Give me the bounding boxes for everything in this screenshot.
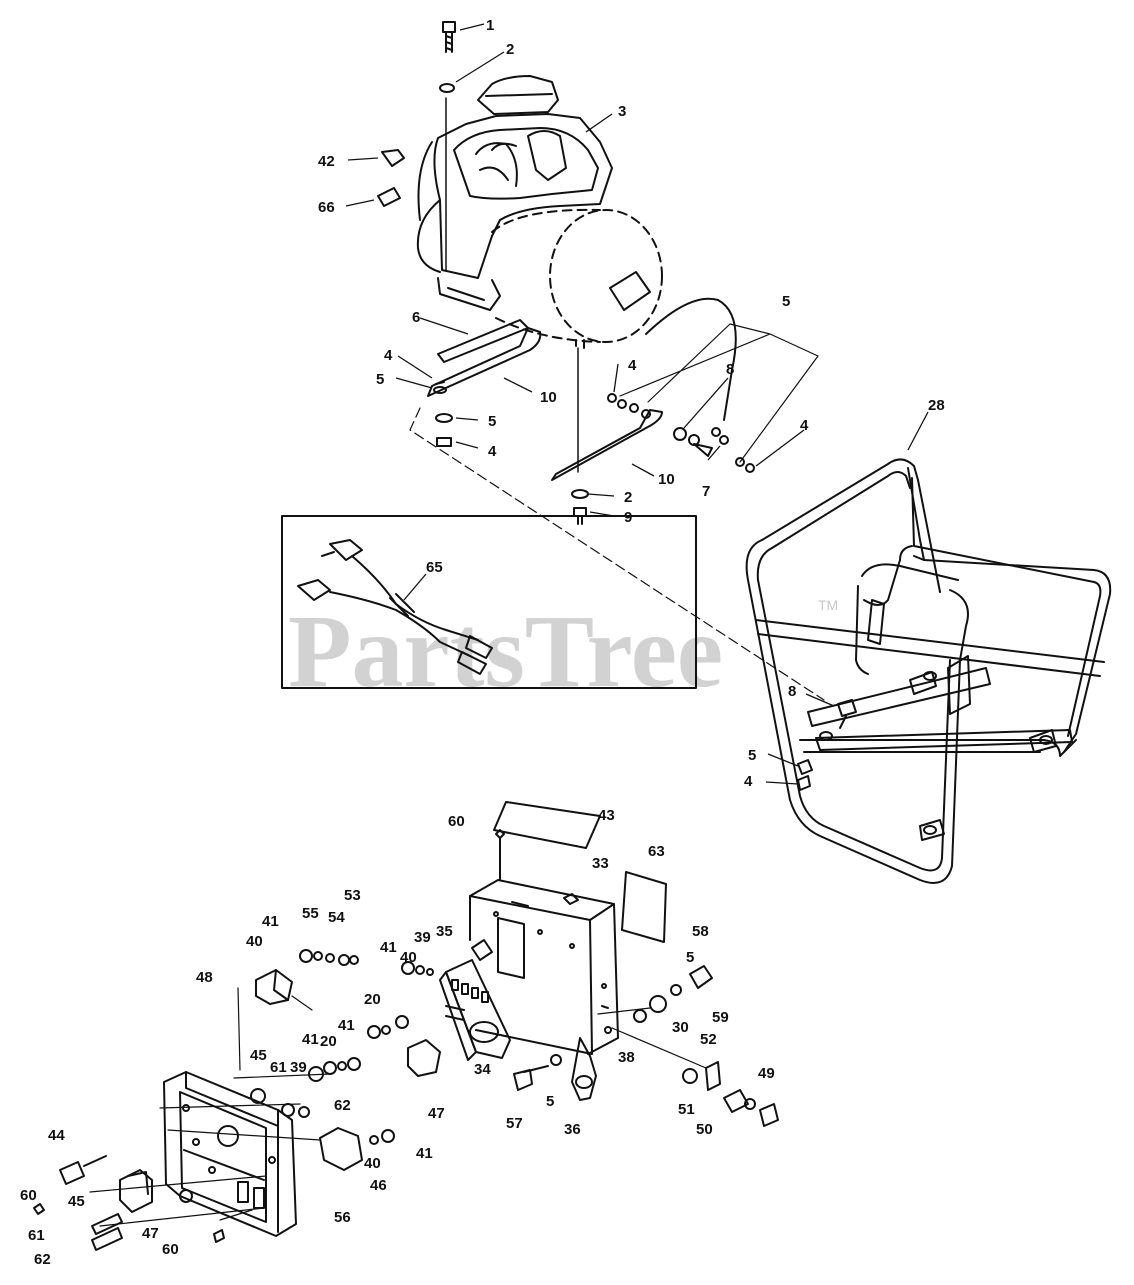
callout-50: 50	[696, 1121, 713, 1138]
callout-1: 1	[486, 17, 494, 34]
callout-4: 4	[488, 443, 497, 460]
callout-2: 2	[506, 41, 514, 58]
callout-56: 56	[334, 1209, 351, 1226]
callout-60: 60	[20, 1187, 37, 1204]
callout-60: 60	[448, 813, 465, 830]
callout-43: 43	[598, 807, 615, 824]
callout-34: 34	[474, 1061, 491, 1078]
bolt-1	[442, 21, 456, 53]
callout-41: 41	[416, 1145, 433, 1162]
callout-40: 40	[364, 1155, 381, 1172]
callout-39: 39	[414, 929, 431, 946]
callout-51: 51	[678, 1101, 695, 1118]
callout-4: 4	[744, 773, 753, 790]
callout-61: 61	[270, 1059, 287, 1076]
callout-39: 39	[290, 1059, 307, 1076]
frame-28	[745, 458, 1112, 884]
callout-4: 4	[384, 347, 393, 364]
callout-54: 54	[328, 909, 345, 926]
callout-7: 7	[702, 483, 710, 500]
callout-47: 47	[142, 1225, 159, 1242]
hour-meter-45	[119, 1169, 153, 1213]
callout-42: 42	[318, 153, 335, 170]
callout-59: 59	[712, 1009, 729, 1026]
watermark-tm: TM	[818, 597, 838, 613]
label-63	[621, 871, 667, 943]
watermark-text: PartsTree	[288, 594, 723, 709]
callout-49: 49	[758, 1065, 775, 1082]
callout-36: 36	[564, 1121, 581, 1138]
callout-41: 41	[302, 1031, 319, 1048]
callout-48: 48	[196, 969, 213, 986]
ground-wire-7	[645, 297, 737, 421]
receptacle-46	[319, 1127, 363, 1171]
callout-6: 6	[412, 309, 420, 326]
callout-46: 46	[370, 1177, 387, 1194]
bracket-10-left	[427, 327, 542, 397]
callout-65: 65	[426, 559, 443, 576]
callout-8: 8	[788, 683, 796, 700]
callout-45: 45	[68, 1193, 85, 1210]
callout-28: 28	[928, 397, 945, 414]
callout-38: 38	[618, 1049, 635, 1066]
callout-58: 58	[692, 923, 709, 940]
callout-10: 10	[540, 389, 557, 406]
callout-20: 20	[320, 1033, 337, 1050]
callout-62: 62	[334, 1097, 351, 1114]
callout-47: 47	[428, 1105, 445, 1122]
callout-40: 40	[246, 933, 263, 950]
callout-55: 55	[302, 905, 319, 922]
callout-41: 41	[262, 913, 279, 930]
part-42	[381, 149, 405, 167]
control-box-38	[469, 879, 619, 1055]
callout-5: 5	[782, 293, 790, 310]
callout-4: 4	[800, 417, 809, 434]
callout-41: 41	[338, 1017, 355, 1034]
callout-66: 66	[318, 199, 335, 216]
callout-41: 41	[380, 939, 397, 956]
bracket-10-right	[551, 409, 663, 481]
label-43	[493, 801, 601, 849]
callout-44: 44	[48, 1127, 65, 1144]
callout-53: 53	[344, 887, 361, 904]
callout-3: 3	[618, 103, 626, 120]
callout-9: 9	[624, 509, 632, 526]
callout-62: 62	[34, 1251, 51, 1268]
washer-2	[439, 83, 455, 93]
callout-5: 5	[546, 1093, 554, 1110]
callout-61: 61	[28, 1227, 45, 1244]
callout-35: 35	[436, 923, 453, 940]
part-66	[377, 187, 401, 207]
callout-45: 45	[250, 1047, 267, 1064]
switch-47	[407, 1039, 441, 1077]
callout-57: 57	[506, 1115, 523, 1132]
grommet-36	[571, 1037, 597, 1101]
callout-33: 33	[592, 855, 609, 872]
front-panel-56	[163, 1071, 297, 1237]
callout-52: 52	[700, 1031, 717, 1048]
callout-10: 10	[658, 471, 675, 488]
callout-5: 5	[376, 371, 384, 388]
callout-4: 4	[628, 357, 637, 374]
callout-63: 63	[648, 843, 665, 860]
callout-2: 2	[624, 489, 632, 506]
watermark: PartsTree TM	[288, 594, 838, 709]
callout-8: 8	[726, 361, 734, 378]
callout-5: 5	[488, 413, 496, 430]
callout-60: 60	[162, 1241, 179, 1258]
callout-30: 30	[672, 1019, 689, 1036]
callout-40: 40	[400, 949, 417, 966]
callout-5: 5	[748, 747, 756, 764]
inset-box	[281, 515, 697, 689]
callout-5: 5	[686, 949, 694, 966]
engine-assembly	[416, 75, 663, 349]
callout-20: 20	[364, 991, 381, 1008]
circuit-board-34	[439, 959, 511, 1061]
battery-cable-65	[297, 539, 493, 675]
